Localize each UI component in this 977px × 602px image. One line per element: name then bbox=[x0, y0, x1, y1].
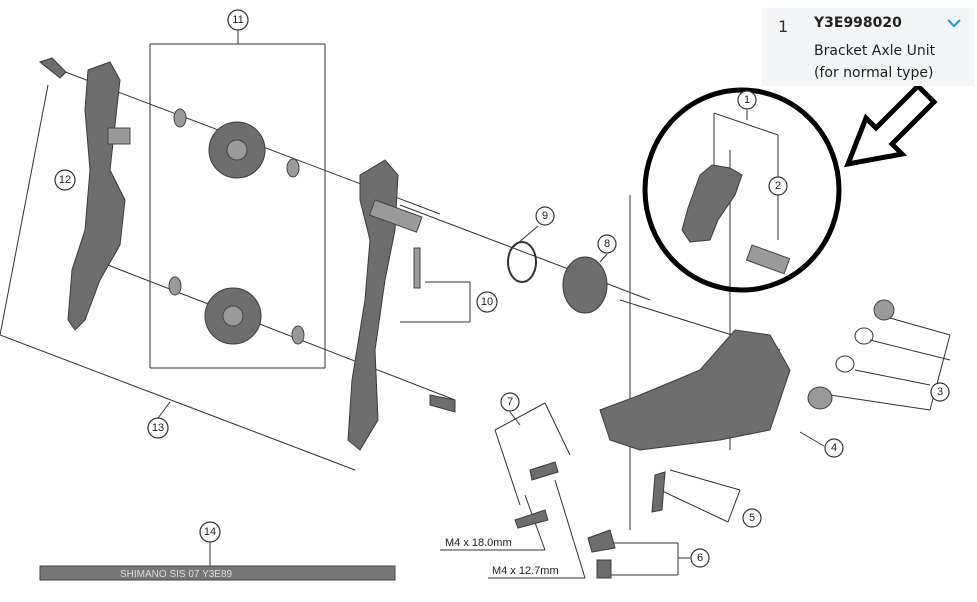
bracket-axle bbox=[745, 244, 791, 275]
ring bbox=[854, 327, 874, 345]
cage-stopper bbox=[107, 127, 131, 145]
callout-14[interactable]: 14 bbox=[199, 521, 221, 543]
cage-bolt bbox=[413, 247, 421, 289]
svg-text:6: 6 bbox=[697, 552, 703, 564]
part-description: Bracket Axle Unit (for normal type) bbox=[814, 43, 936, 81]
dimension-label-m4-18: M4 x 18.0mm bbox=[445, 537, 512, 549]
svg-text:3: 3 bbox=[937, 386, 943, 398]
tension-spring[interactable] bbox=[562, 256, 608, 314]
svg-text:11: 11 bbox=[232, 14, 243, 26]
screw bbox=[651, 471, 666, 513]
cable-housing[interactable] bbox=[39, 565, 396, 581]
svg-text:13: 13 bbox=[152, 422, 164, 434]
washer bbox=[286, 158, 300, 178]
callout-13[interactable]: 13 bbox=[147, 417, 169, 439]
svg-text:14: 14 bbox=[204, 526, 216, 538]
cage-axle bbox=[368, 199, 423, 233]
svg-text:12: 12 bbox=[59, 174, 71, 186]
callout-1[interactable]: 1 bbox=[737, 90, 757, 110]
guide-pulley-hub bbox=[226, 139, 248, 161]
part-info-popup[interactable]: 1 Y3E998020 Bracket Axle Unit (for norma… bbox=[762, 8, 974, 86]
svg-text:5: 5 bbox=[749, 512, 755, 524]
svg-text:1: 1 bbox=[744, 94, 750, 106]
svg-text:7: 7 bbox=[507, 396, 513, 408]
callout-5[interactable]: 5 bbox=[742, 508, 762, 528]
callout-12[interactable]: 12 bbox=[54, 169, 76, 191]
outer-cage-plate[interactable] bbox=[67, 61, 126, 331]
adjust-bushing bbox=[807, 386, 833, 410]
cage-bolt-top bbox=[38, 57, 67, 79]
plate bbox=[587, 529, 616, 553]
highlight-circle bbox=[642, 87, 842, 293]
snap-ring bbox=[507, 241, 537, 283]
callout-10[interactable]: 10 bbox=[476, 291, 498, 313]
part-code: Y3E998020 bbox=[814, 15, 902, 31]
bracket-axle-unit[interactable] bbox=[681, 164, 743, 243]
callout-11[interactable]: 11 bbox=[227, 9, 249, 31]
bolt-m4-18 bbox=[529, 461, 559, 481]
nut bbox=[596, 559, 612, 579]
pointer-arrow-icon bbox=[844, 82, 938, 168]
bolt-m4-12 bbox=[514, 509, 549, 529]
svg-text:10: 10 bbox=[481, 296, 493, 308]
tension-pulley-hub bbox=[222, 305, 244, 327]
adjust-nut bbox=[873, 299, 895, 321]
svg-text:8: 8 bbox=[604, 238, 610, 250]
callout-2[interactable]: 2 bbox=[768, 176, 788, 196]
dimension-label-m4-12: M4 x 12.7mm bbox=[492, 565, 559, 577]
part-index: 1 bbox=[778, 17, 789, 36]
inner-cage-plate[interactable] bbox=[347, 159, 399, 451]
cage-bolt-bottom bbox=[429, 394, 456, 413]
callout-9[interactable]: 9 bbox=[535, 206, 555, 226]
callout-7[interactable]: 7 bbox=[500, 392, 520, 412]
svg-text:4: 4 bbox=[831, 442, 837, 454]
pivot-body[interactable] bbox=[599, 329, 791, 451]
assembly-lines bbox=[0, 30, 951, 579]
svg-text:9: 9 bbox=[542, 210, 548, 222]
callout-3[interactable]: 3 bbox=[930, 382, 950, 402]
washer bbox=[173, 108, 187, 128]
ring bbox=[835, 355, 855, 373]
washer bbox=[291, 325, 305, 345]
parts: SHIMANO SIS 07 Y3E89 bbox=[38, 57, 895, 581]
svg-text:2: 2 bbox=[775, 180, 781, 192]
callout-4[interactable]: 4 bbox=[824, 438, 844, 458]
callout-8[interactable]: 8 bbox=[597, 234, 617, 254]
callout-6[interactable]: 6 bbox=[690, 548, 710, 568]
chevron-down-icon[interactable] bbox=[946, 16, 962, 30]
washer bbox=[168, 276, 182, 296]
cable-housing-print: SHIMANO SIS 07 Y3E89 bbox=[120, 569, 233, 580]
